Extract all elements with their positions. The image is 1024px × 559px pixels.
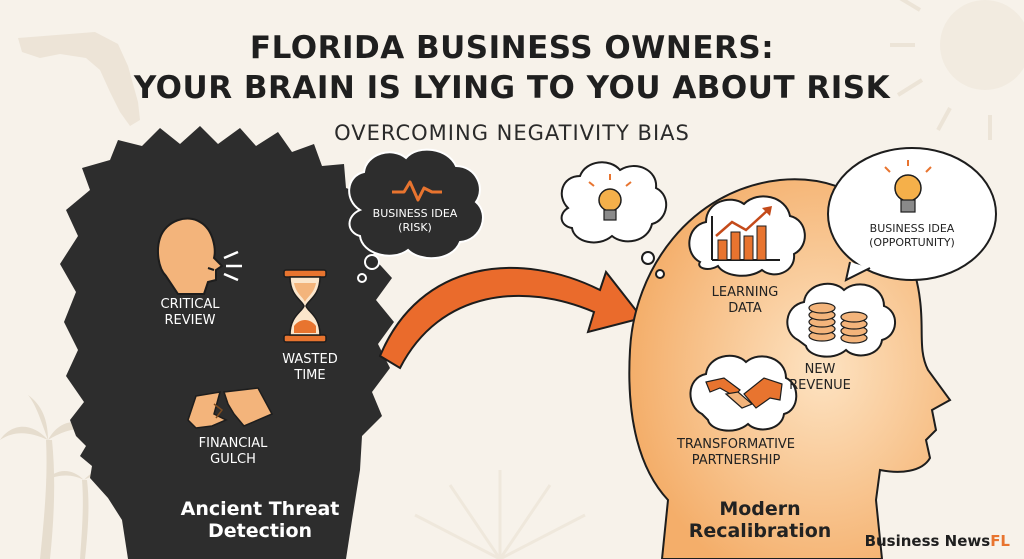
wasted-time-label: WASTED TIME — [282, 352, 338, 383]
financial-gulch-label: FINANCIAL GULCH — [198, 436, 268, 467]
left-footer-label: Ancient Threat Detection — [180, 498, 340, 542]
right-footer-label: Modern Recalibration — [688, 498, 832, 542]
revenue-cloud — [786, 282, 896, 358]
lightbulb-icon — [588, 174, 632, 221]
thought-bubble-idea-small — [560, 161, 667, 279]
critical-review-label: CRITICAL REVIEW — [160, 297, 220, 328]
learning-cloud — [688, 195, 806, 277]
broken-gold-bar-icon — [187, 387, 274, 429]
critical-speaking-head-icon — [157, 217, 242, 295]
partnership-cloud — [689, 354, 798, 432]
heartbeat-icon — [392, 180, 442, 202]
bar-chart-growth-icon — [711, 206, 780, 261]
right-thought-label: BUSINESS IDEA (OPPORTUNITY) — [869, 222, 955, 249]
brand-logo: Business NewsFL — [865, 532, 1010, 550]
title-line-2: YOUR BRAIN IS LYING TO YOU ABOUT RISK — [133, 70, 891, 106]
speech-bubble-opportunity — [827, 147, 997, 282]
sunburst-decoration — [414, 470, 586, 559]
brand-suffix: FL — [990, 532, 1010, 550]
subtitle: OVERCOMING NEGATIVITY BIAS — [334, 121, 690, 145]
new-revenue-label: NEW REVENUE — [789, 362, 851, 393]
title-line-1: FLORIDA BUSINESS OWNERS: — [249, 30, 775, 66]
learning-data-label: LEARNING DATA — [711, 285, 779, 316]
brand-name: Business News — [864, 532, 991, 550]
thought-bubble-risk — [348, 148, 484, 283]
sun-icon — [890, 0, 1024, 140]
transition-arrow — [378, 267, 644, 370]
left-thought-label: BUSINESS IDEA (RISK) — [372, 207, 458, 234]
transformative-partnership-label: TRANSFORMATIVE PARTNERSHIP — [676, 437, 796, 468]
coin-stack-icon — [808, 302, 868, 344]
dark-head-silhouette — [60, 126, 394, 559]
florida-map-icon — [18, 32, 140, 126]
lightbulb-icon — [884, 160, 932, 213]
handshake-icon — [705, 377, 783, 409]
hourglass-icon — [283, 269, 327, 343]
